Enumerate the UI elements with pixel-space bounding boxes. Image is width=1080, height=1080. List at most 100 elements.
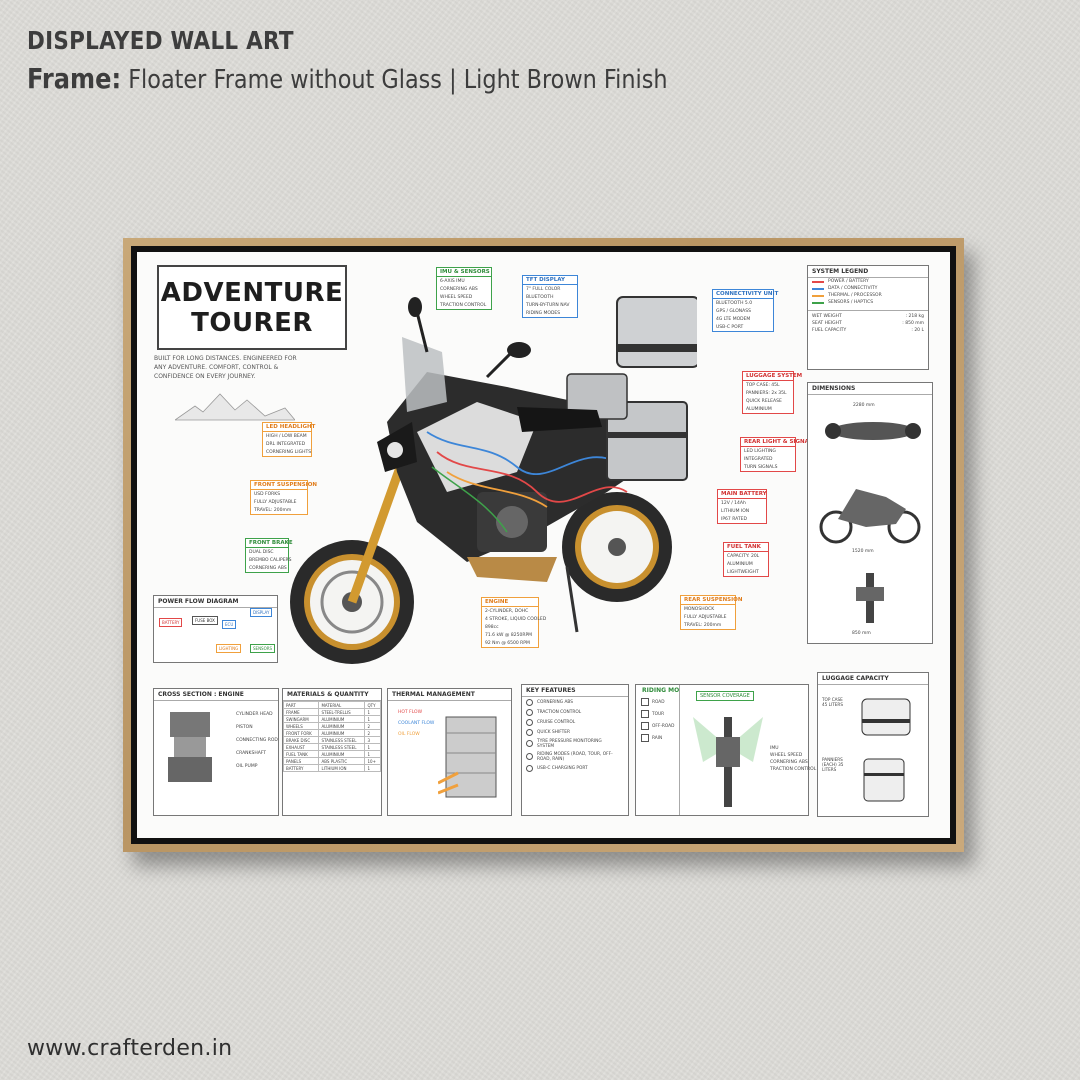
cs-label: OIL PUMP [236, 764, 258, 769]
callout-imu-item: CORNERING ABS [440, 286, 478, 292]
legend-item-power: POWER / BATTERY [808, 278, 928, 285]
table-cell: 1 [364, 708, 381, 716]
power-flow-title: POWER FLOW DIAGRAM [154, 596, 277, 608]
ride-mode-item: TOUR [638, 708, 679, 720]
callout-main-battery: MAIN BATTERY 12V / 14Ah LITHIUM ION IP67… [717, 489, 767, 524]
callout-rear-susp-item: TRAVEL: 200mm [684, 622, 722, 628]
pf-node: SENSORS [250, 644, 276, 653]
dimensions-title: DIMENSIONS [808, 383, 932, 395]
callout-led-item: HIGH / LOW BEAM [266, 433, 307, 439]
cs-label: CONNECTING ROD [236, 738, 278, 743]
spec-row: SEAT HEIGHT: 850 mm [808, 320, 928, 327]
feature-icon [526, 728, 533, 736]
engine-cross-section-panel: CROSS SECTION : ENGINE CYLINDER HEAD PIS… [153, 688, 279, 816]
table-cell: ALUMINIUM [318, 750, 366, 758]
page-title: DISPLAYED WALL ART [27, 26, 294, 55]
cs-label: CRANKSHAFT [236, 751, 267, 756]
table-cell: 2 [364, 729, 381, 737]
dimensions-panel: DIMENSIONS 2280 mm 1520 mm 850 mm [807, 382, 933, 644]
table-header: MATERIAL [318, 701, 366, 709]
callout-rear-light-item: LED LIGHTING [744, 448, 776, 454]
callout-engine-title: ENGINE [482, 598, 538, 607]
callout-tft: TFT DISPLAY 7" FULL COLOR BLUETOOTH TURN… [522, 275, 578, 318]
system-legend-title: SYSTEM LEGEND [808, 266, 928, 278]
dim-length-label: 1520 mm [852, 549, 874, 554]
thermal-title: THERMAL MANAGEMENT [388, 689, 511, 701]
system-legend-panel: SYSTEM LEGEND POWER / BATTERY DATA / CON… [807, 265, 929, 370]
callout-rear-light-item: TURN SIGNALS [744, 464, 778, 470]
callout-connectivity-item: BLUETOOTH 5.0 [716, 300, 753, 306]
mountains-sketch [175, 393, 295, 421]
bike-front-view [856, 573, 884, 623]
thermal-label: COOLANT FLOW [398, 721, 435, 726]
table-cell: STAINLESS STEEL [318, 743, 366, 751]
callout-luggage-item: TOP CASE: 45L [746, 382, 780, 388]
ride-mode-label: RAIN [652, 735, 663, 741]
feature-item: CORNERING ABS [522, 697, 628, 707]
callout-front-brake-item: DUAL DISC [249, 549, 274, 555]
materials-panel: MATERIALS & QUANTITY PART MATERIAL QTY F… [282, 688, 382, 816]
feature-icon [526, 698, 533, 706]
cs-label: PISTON [236, 725, 253, 730]
callout-front-brake-title: FRONT BRAKE [246, 539, 293, 548]
cross-section-title: CROSS SECTION : ENGINE [154, 689, 278, 701]
key-features-title: KEY FEATURES [522, 685, 628, 697]
thermal-label: HOT FLOW [398, 710, 423, 715]
callout-engine-item: 4 STROKE, LIQUID COOLED [485, 616, 547, 622]
callout-connectivity: CONNECTIVITY UNIT BLUETOOTH 5.0 GPS / GL… [712, 289, 778, 332]
table-cell: FRONT FORK [282, 729, 320, 737]
legend-item-thermal: THERMAL / PROCESSOR [808, 292, 928, 299]
ride-mode-icon [641, 698, 649, 706]
callout-fuel-item: LIGHTWEIGHT [727, 569, 759, 575]
ride-mode-item: RAIN [638, 732, 679, 744]
callout-fuel-item: ALUMINIUM [727, 561, 753, 567]
legend-label: SENSORS / HAPTICS [828, 300, 874, 305]
callout-rear-light-title: REAR LIGHT & SIGNALS [741, 438, 816, 447]
callout-connectivity-item: GPS / GLONASS [716, 308, 751, 314]
poster-title-line1: ADVENTURE [160, 277, 344, 308]
table-cell: 10+ [364, 757, 381, 765]
callout-engine-item: 2-CYLINDER, DOHC [485, 608, 529, 614]
bike-top-view [825, 422, 921, 440]
pf-node: DISPLAY [250, 608, 273, 617]
callout-fuel-title: FUEL TANK [724, 543, 768, 552]
callout-front-susp-item: FULLY ADJUSTABLE [254, 499, 297, 505]
table-cell: 2 [364, 722, 381, 730]
ride-mode-icon [641, 710, 649, 718]
callout-front-susp-title: FRONT SUSPENSION [251, 481, 317, 490]
ride-mode-icon [641, 734, 649, 742]
website-url[interactable]: www.crafterden.in [27, 1036, 233, 1061]
callout-rear-light: REAR LIGHT & SIGNALS LED LIGHTING INTEGR… [740, 437, 816, 472]
radiator-sketch [438, 716, 497, 798]
table-cell: FUEL TANK [282, 750, 320, 758]
callout-battery-item: 12V / 14Ah [721, 500, 746, 506]
callout-imu-item: TRACTION CONTROL [440, 302, 487, 308]
table-cell: LITHIUM ION [318, 764, 366, 772]
table-cell: 1 [364, 750, 381, 758]
callout-engine-item: 92 Nm @ 6500 RPM [485, 640, 530, 646]
table-header: PART [282, 701, 320, 709]
feature-icon [526, 708, 533, 716]
feature-label: CRUISE CONTROL [537, 719, 576, 725]
table-cell: ALUMINIUM [318, 715, 366, 723]
callout-front-susp-item: TRAVEL: 200mm [254, 507, 292, 513]
callout-front-susp-item: USD FORKS [254, 491, 281, 497]
legend-label: POWER / BATTERY [828, 279, 869, 284]
callout-rear-susp-item: FULLY ADJUSTABLE [684, 614, 727, 620]
feature-item: TRACTION CONTROL [522, 707, 628, 717]
panniers-label: PANNIERS (EACH) 35 LITERS [822, 757, 844, 772]
top-case-sketch [861, 698, 911, 736]
feature-label: QUICK SHIFTER [537, 729, 570, 735]
top-case-label: TOP CASE 45 LITERS [822, 697, 843, 707]
table-header: QTY [364, 701, 381, 709]
callout-luggage-item: QUICK RELEASE [746, 398, 782, 404]
ride-mode-item: OFF-ROAD [638, 720, 679, 732]
callout-rear-suspension: REAR SUSPENSION MONOSHOCK FULLY ADJUSTAB… [680, 595, 742, 630]
spec-row: WET WEIGHT: 218 kg [808, 313, 928, 320]
floater-frame: ADVENTURE TOURER BUILT FOR LONG DISTANCE… [123, 238, 964, 852]
table-cell: 1 [364, 715, 381, 723]
frame-description: Frame: Floater Frame without Glass | Lig… [27, 62, 668, 95]
